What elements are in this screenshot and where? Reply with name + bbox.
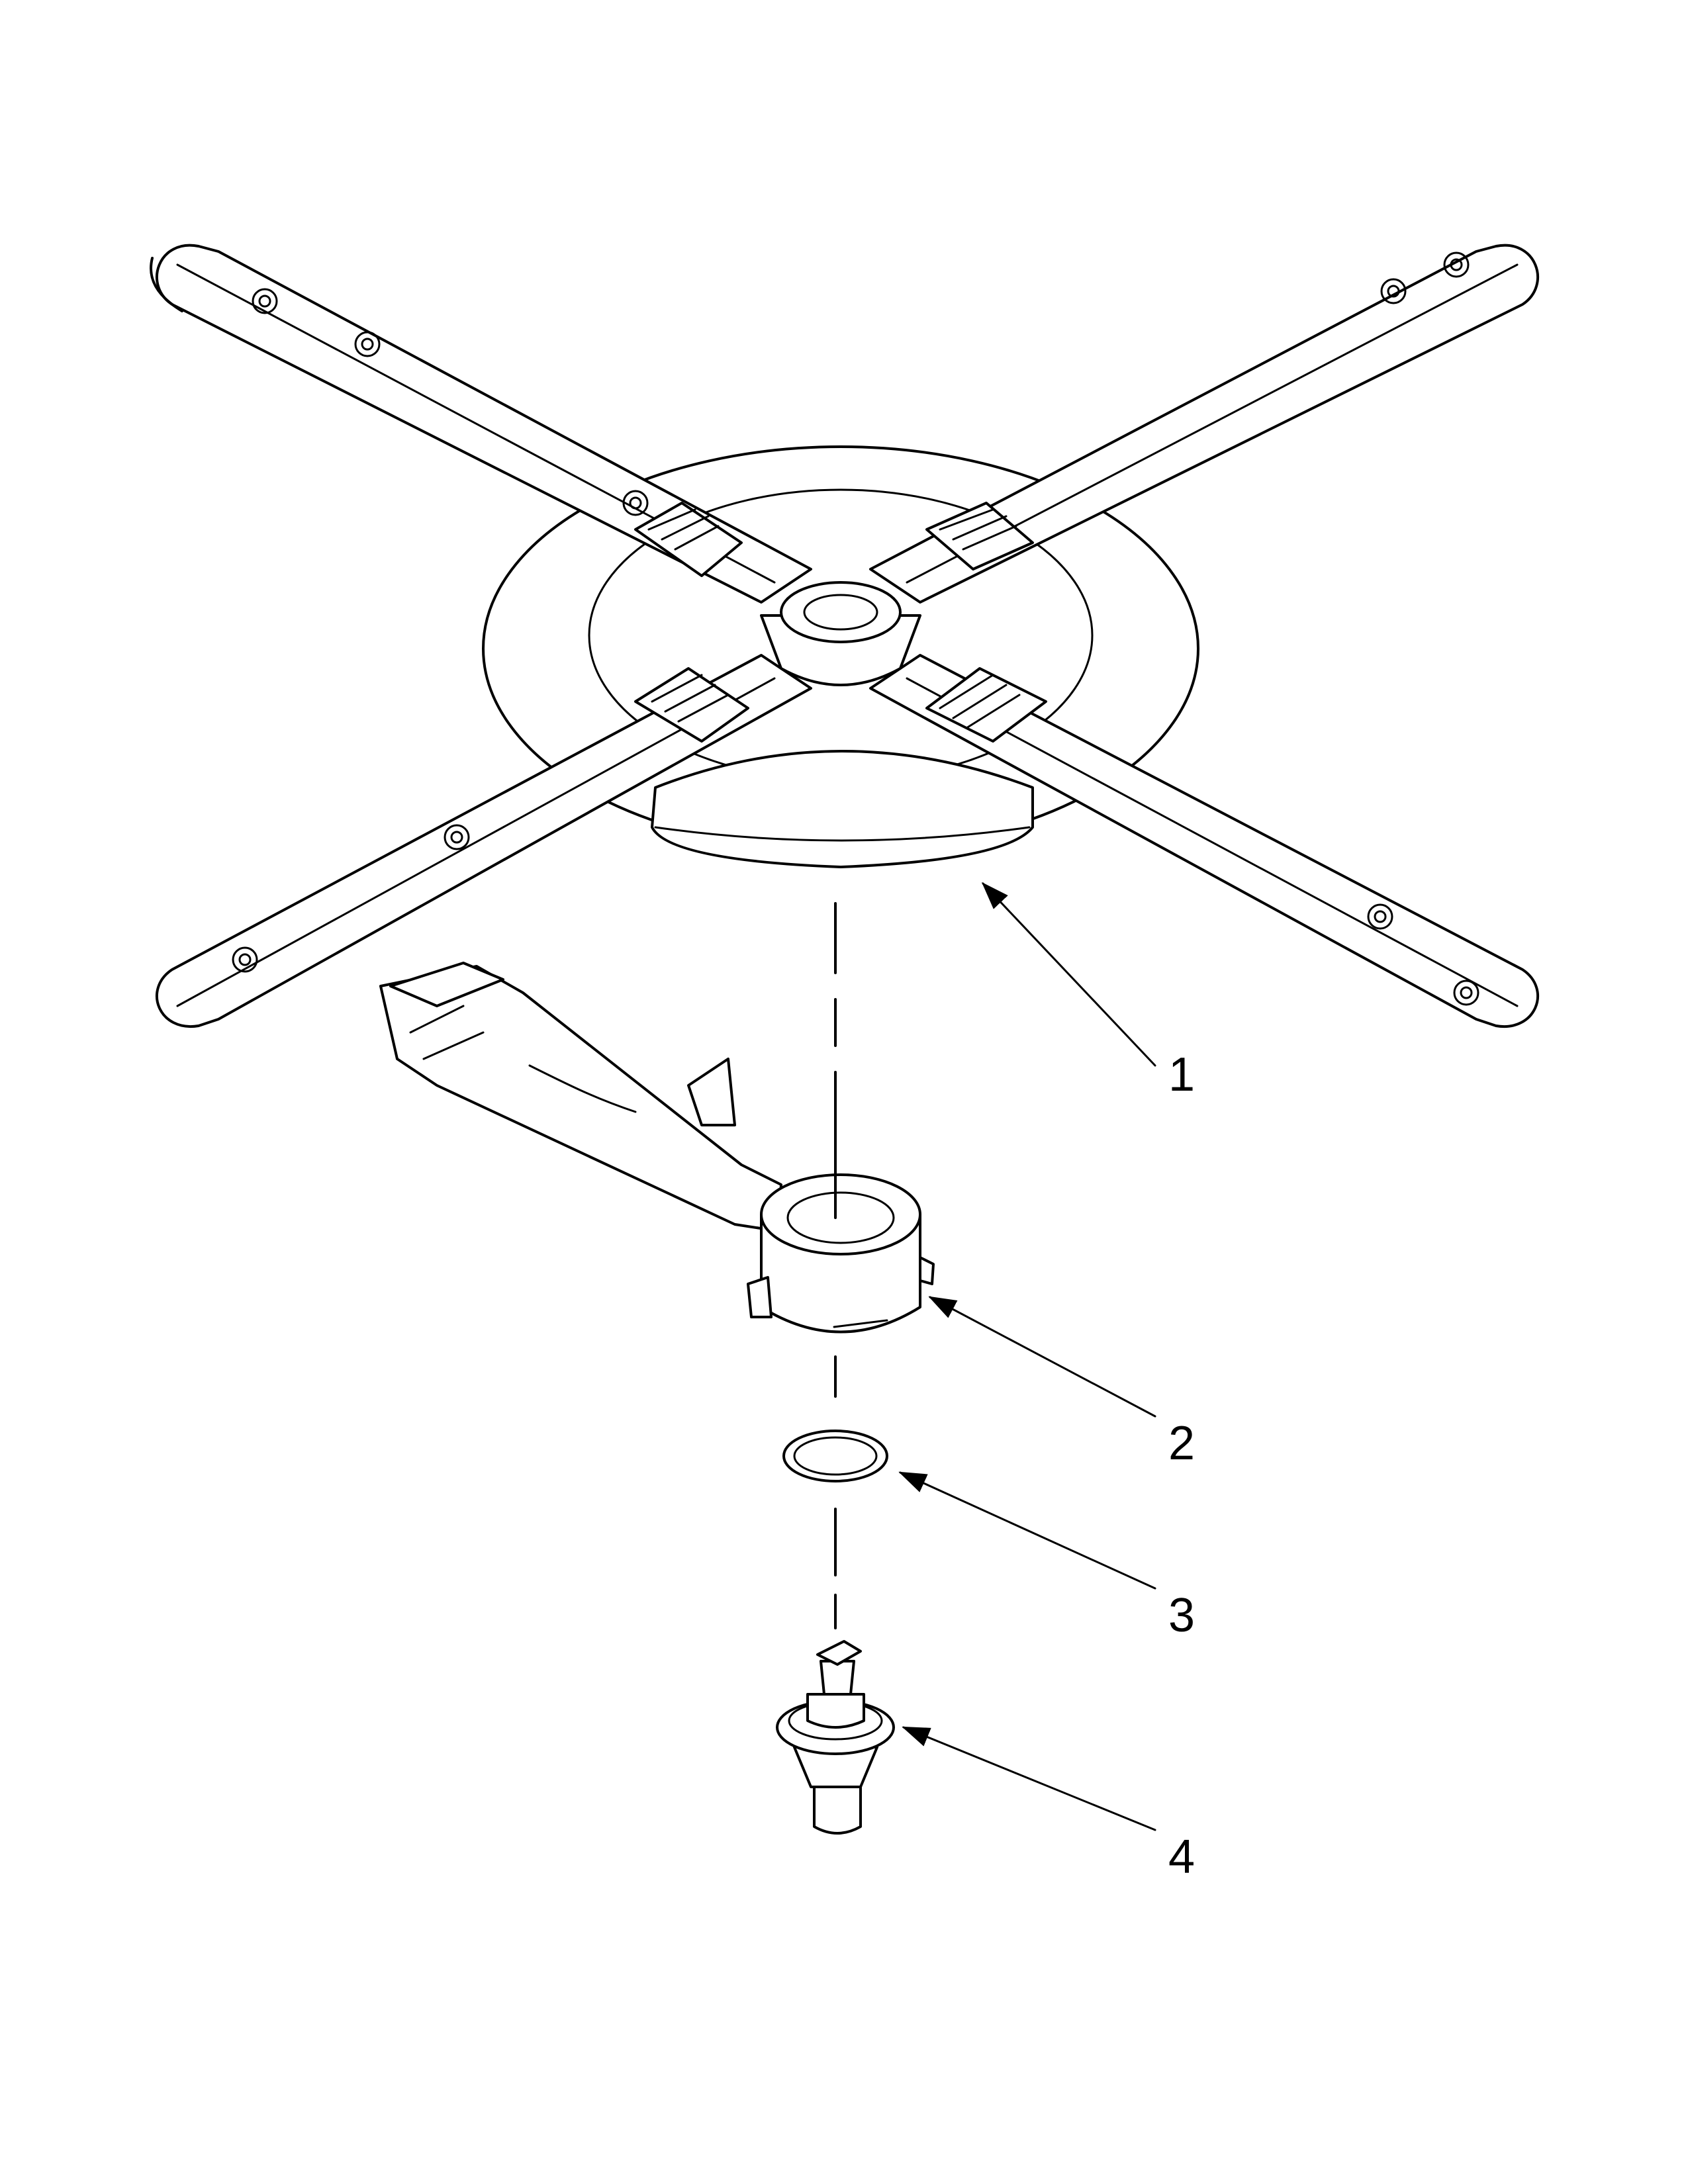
leader-4 — [902, 1726, 1156, 1831]
manifold-latch — [389, 962, 504, 1007]
arm-upper-left — [150, 244, 812, 604]
leader-1 — [981, 882, 1156, 1067]
spray-arm-hub — [760, 581, 921, 686]
arm-lower-left — [155, 654, 812, 1028]
part-2-manifold — [379, 962, 935, 1334]
callout-2: 2 — [1168, 1417, 1196, 1470]
part-1-spray-arm — [150, 244, 1540, 1028]
callout-3: 3 — [1168, 1589, 1196, 1642]
spray-arm-base-skirt — [651, 750, 1034, 868]
leader-3 — [898, 1471, 1156, 1590]
arm-lower-right — [869, 654, 1540, 1028]
callout-1: 1 — [1168, 1048, 1196, 1101]
callout-4: 4 — [1168, 1831, 1196, 1884]
leader-lines — [898, 882, 1156, 1831]
leader-2 — [928, 1296, 1156, 1418]
part-3-o-ring — [782, 1430, 888, 1482]
part-4-bearing — [776, 1640, 895, 1835]
arm-upper-right — [869, 244, 1540, 604]
